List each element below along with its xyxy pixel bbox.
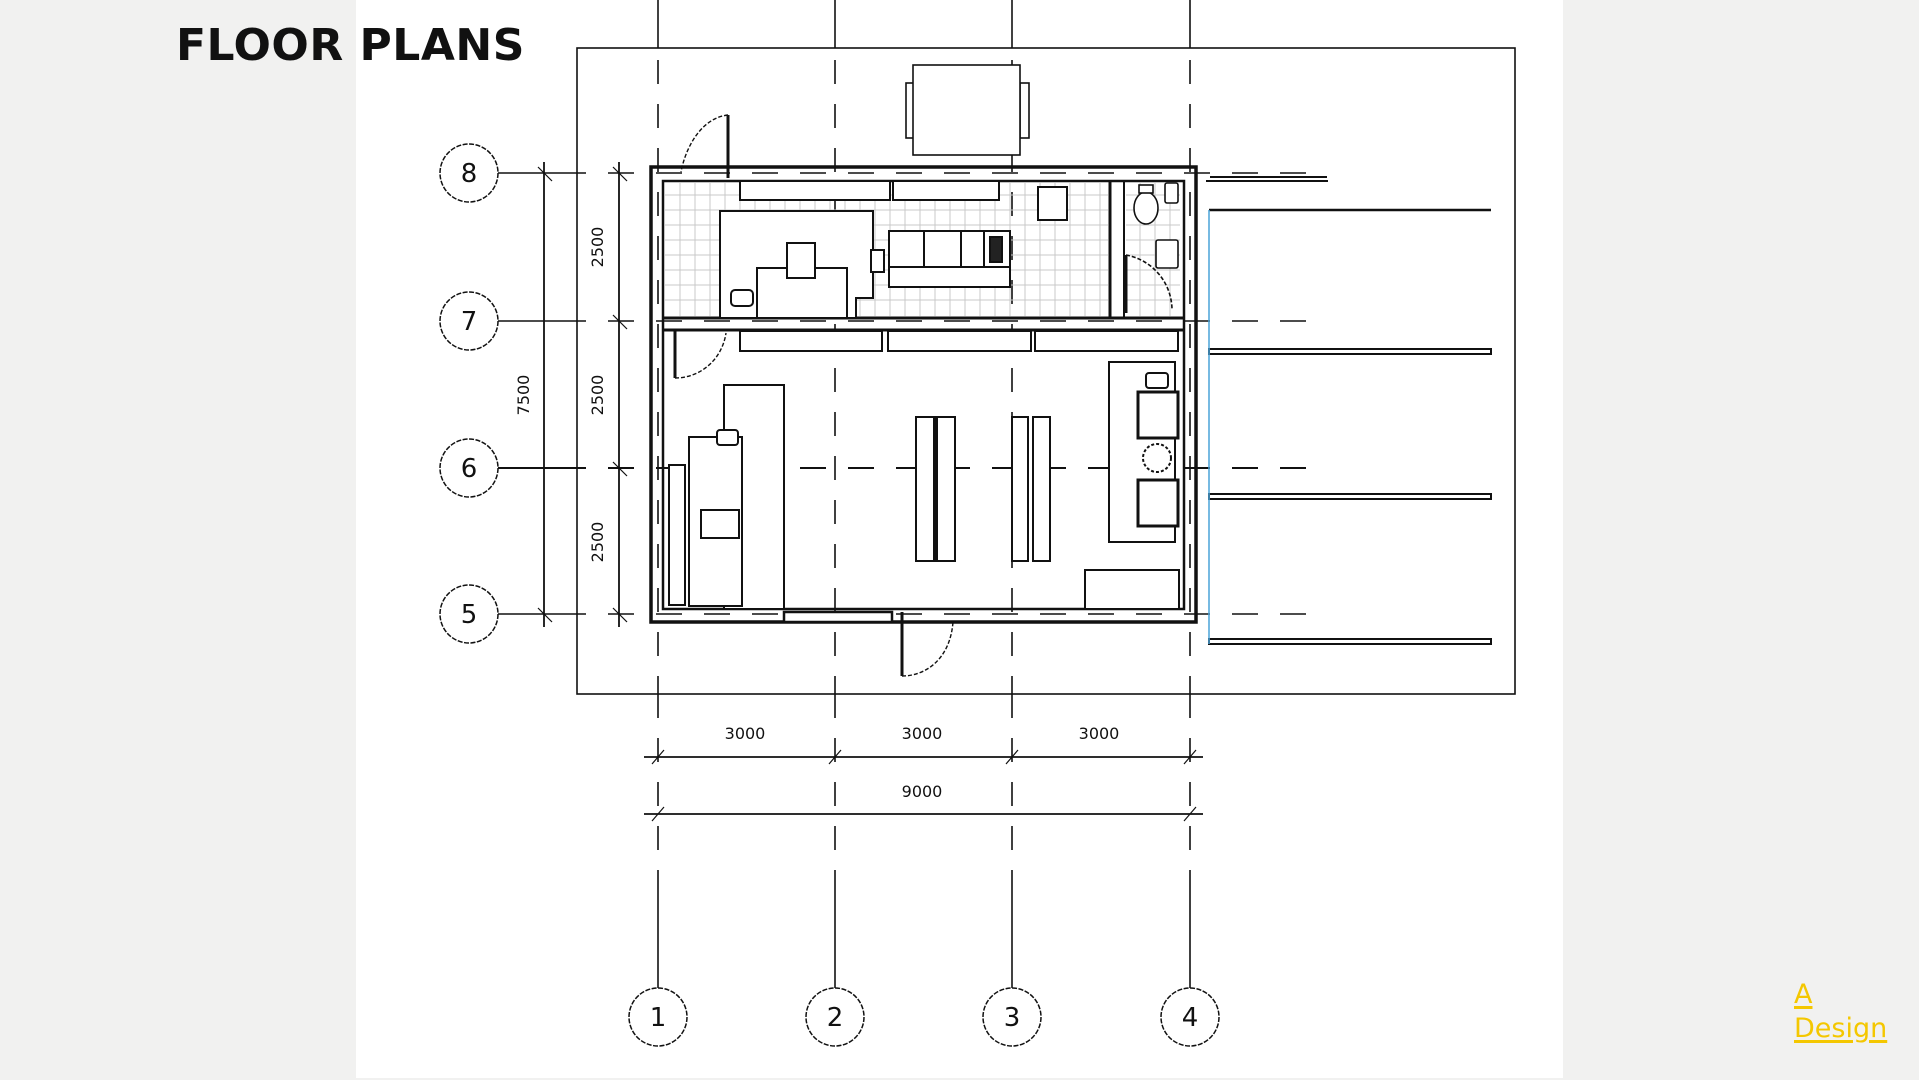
main-entry-door bbox=[782, 610, 954, 677]
site-boundary bbox=[576, 47, 1516, 695]
outdoor-table bbox=[905, 64, 1030, 156]
exterior-deck bbox=[1206, 176, 1492, 645]
horizontal-dimension-lines bbox=[644, 749, 1203, 822]
dim-row-7-6: 2500 bbox=[588, 375, 607, 416]
grid-bubbles-columns bbox=[628, 987, 1220, 1047]
grid-label-col-3: 3 bbox=[1004, 1003, 1021, 1033]
grid-bubbles-rows bbox=[439, 143, 499, 644]
upper-room-furniture bbox=[719, 180, 1068, 319]
grid-label-col-1: 1 bbox=[650, 1003, 667, 1033]
dim-row-6-5: 2500 bbox=[588, 522, 607, 563]
grid-label-row-6: 6 bbox=[461, 454, 478, 484]
grid-label-col-2: 2 bbox=[827, 1003, 844, 1033]
drawing-panel bbox=[356, 0, 1563, 1078]
grid-label-row-8: 8 bbox=[461, 159, 478, 189]
dim-row-8-7: 2500 bbox=[588, 227, 607, 268]
dim-col-3-4: 3000 bbox=[1079, 724, 1120, 743]
logo-line-2: Design bbox=[1794, 1013, 1888, 1044]
page-title: FLOOR PLANS bbox=[176, 20, 525, 71]
dim-total-width: 9000 bbox=[902, 782, 943, 801]
grid-label-row-5: 5 bbox=[461, 600, 478, 630]
vertical-dimension-lines bbox=[537, 162, 628, 627]
grid-label-row-7: 7 bbox=[461, 307, 478, 337]
dim-total-height: 7500 bbox=[514, 375, 533, 416]
logo-line-1: A bbox=[1794, 979, 1813, 1010]
dim-col-1-2: 3000 bbox=[725, 724, 766, 743]
lower-room-furniture bbox=[668, 330, 1180, 610]
bathroom-fixtures bbox=[1124, 182, 1179, 313]
dim-col-2-3: 3000 bbox=[902, 724, 943, 743]
upper-entry-door bbox=[680, 114, 730, 178]
grid-label-col-4: 4 bbox=[1182, 1003, 1199, 1033]
brand-logo[interactable]: A Design bbox=[1794, 978, 1887, 1046]
